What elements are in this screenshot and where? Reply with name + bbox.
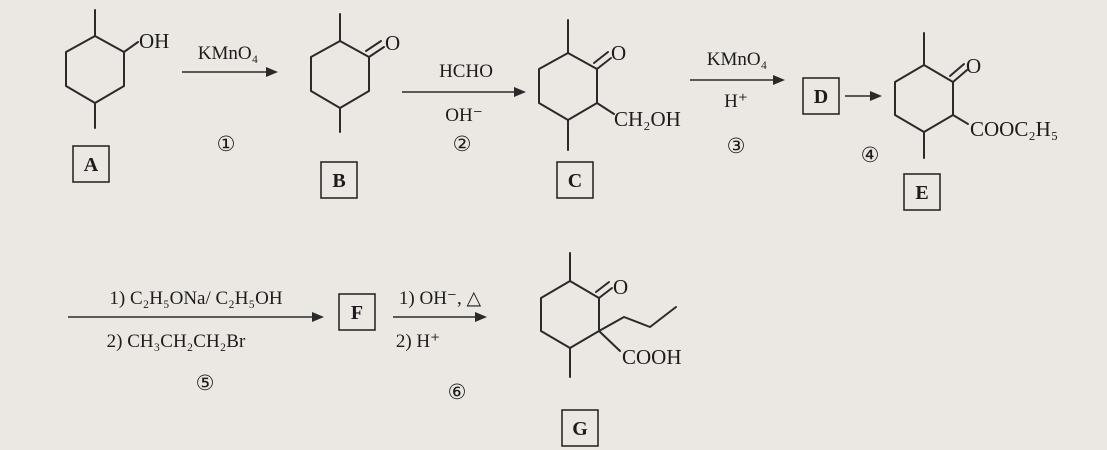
e-carbonyl-2 xyxy=(949,63,965,77)
g-propyl-chain xyxy=(598,306,677,332)
label-d: D xyxy=(814,86,828,108)
step-1-arrowhead xyxy=(266,67,278,77)
step-5: 1) C₂H₅ONa/ C₂H₅OH 2) CH₃CH₂CH₂Br ⑤ xyxy=(68,288,324,395)
label-c: C xyxy=(568,170,582,192)
step-3-number: ③ xyxy=(727,134,746,158)
step-6: 1) OH⁻, △ 2) H⁺ ⑥ xyxy=(393,288,487,404)
a-ring xyxy=(65,35,125,104)
step-4-number: ④ xyxy=(861,143,880,167)
c-oxygen-label: O xyxy=(611,41,626,65)
b-oxygen-label: O xyxy=(385,31,400,55)
e-ester-label: COOC₂H₅ xyxy=(970,117,1058,141)
step-1: KMnO₄ ① xyxy=(182,43,278,156)
a-oh-label: OH xyxy=(139,29,169,53)
label-g: G xyxy=(572,418,588,440)
molecule-b: O xyxy=(310,13,400,133)
box-c: C xyxy=(556,161,594,199)
c-carbonyl-2 xyxy=(593,51,609,64)
step-4: ④ xyxy=(845,91,882,167)
step-2: HCHO OH⁻ ② xyxy=(402,61,526,156)
step-4-arrowhead xyxy=(870,91,882,101)
step-2-reagent-above: HCHO xyxy=(439,61,493,82)
label-e: E xyxy=(915,182,928,204)
box-b: B xyxy=(320,161,358,199)
molecule-a: OH xyxy=(65,9,169,129)
e-ring xyxy=(894,64,954,133)
box-d: D xyxy=(802,77,840,115)
e-oxygen-label: O xyxy=(966,54,981,78)
g-oxygen-label: O xyxy=(613,275,628,299)
label-b: B xyxy=(332,170,345,192)
step-2-number: ② xyxy=(453,132,472,156)
g-cooh-label: COOH xyxy=(622,345,682,369)
step-5-number: ⑤ xyxy=(196,371,215,395)
e-carbonyl-1 xyxy=(952,69,968,83)
step-1-reagent-above: KMnO₄ xyxy=(198,43,258,64)
step-6-reagent-above: 1) OH⁻, △ xyxy=(399,288,482,309)
step-1-number: ① xyxy=(217,132,236,156)
e-ester-bond xyxy=(952,114,969,125)
step-5-reagent-above: 1) C₂H₅ONa/ C₂H₅OH xyxy=(109,288,282,309)
g-ring xyxy=(540,280,600,349)
step-5-arrowhead xyxy=(312,312,324,322)
step-2-arrowhead xyxy=(514,87,526,97)
step-6-arrowhead xyxy=(475,312,487,322)
c-ring xyxy=(538,52,598,121)
b-ring xyxy=(310,40,370,109)
g-cooh-bond xyxy=(598,330,621,352)
molecule-e: O COOC₂H₅ xyxy=(894,32,1058,159)
box-a: A xyxy=(72,145,110,183)
box-f: F xyxy=(338,293,376,331)
b-carbonyl-2 xyxy=(365,40,382,52)
step-2-reagent-below: OH⁻ xyxy=(445,105,482,126)
g-carbonyl-2 xyxy=(595,281,610,293)
b-carbonyl-1 xyxy=(368,46,385,58)
label-f: F xyxy=(351,302,363,324)
c-ch2oh-bond xyxy=(596,102,615,115)
label-a: A xyxy=(84,154,99,176)
step-5-reagent-below: 2) CH₃CH₂CH₂Br xyxy=(107,331,246,352)
c-ch2oh-label: CH₂OH xyxy=(614,107,681,131)
step-6-reagent-below: 2) H⁺ xyxy=(396,331,440,352)
a-oh-bond xyxy=(123,41,139,53)
step-3-reagent-above: KMnO₄ xyxy=(707,49,767,70)
box-e: E xyxy=(903,173,941,211)
molecule-c: O CH₂OH xyxy=(538,19,681,151)
step-3-reagent-below: H⁺ xyxy=(724,91,748,112)
box-g: G xyxy=(561,409,599,447)
step-3: KMnO₄ H⁺ ③ xyxy=(690,49,785,158)
step-3-arrowhead xyxy=(773,75,785,85)
step-6-number: ⑥ xyxy=(448,380,467,404)
c-carbonyl-1 xyxy=(596,57,612,70)
molecule-g: O COOH xyxy=(540,252,682,378)
g-carbonyl-1 xyxy=(598,287,613,299)
